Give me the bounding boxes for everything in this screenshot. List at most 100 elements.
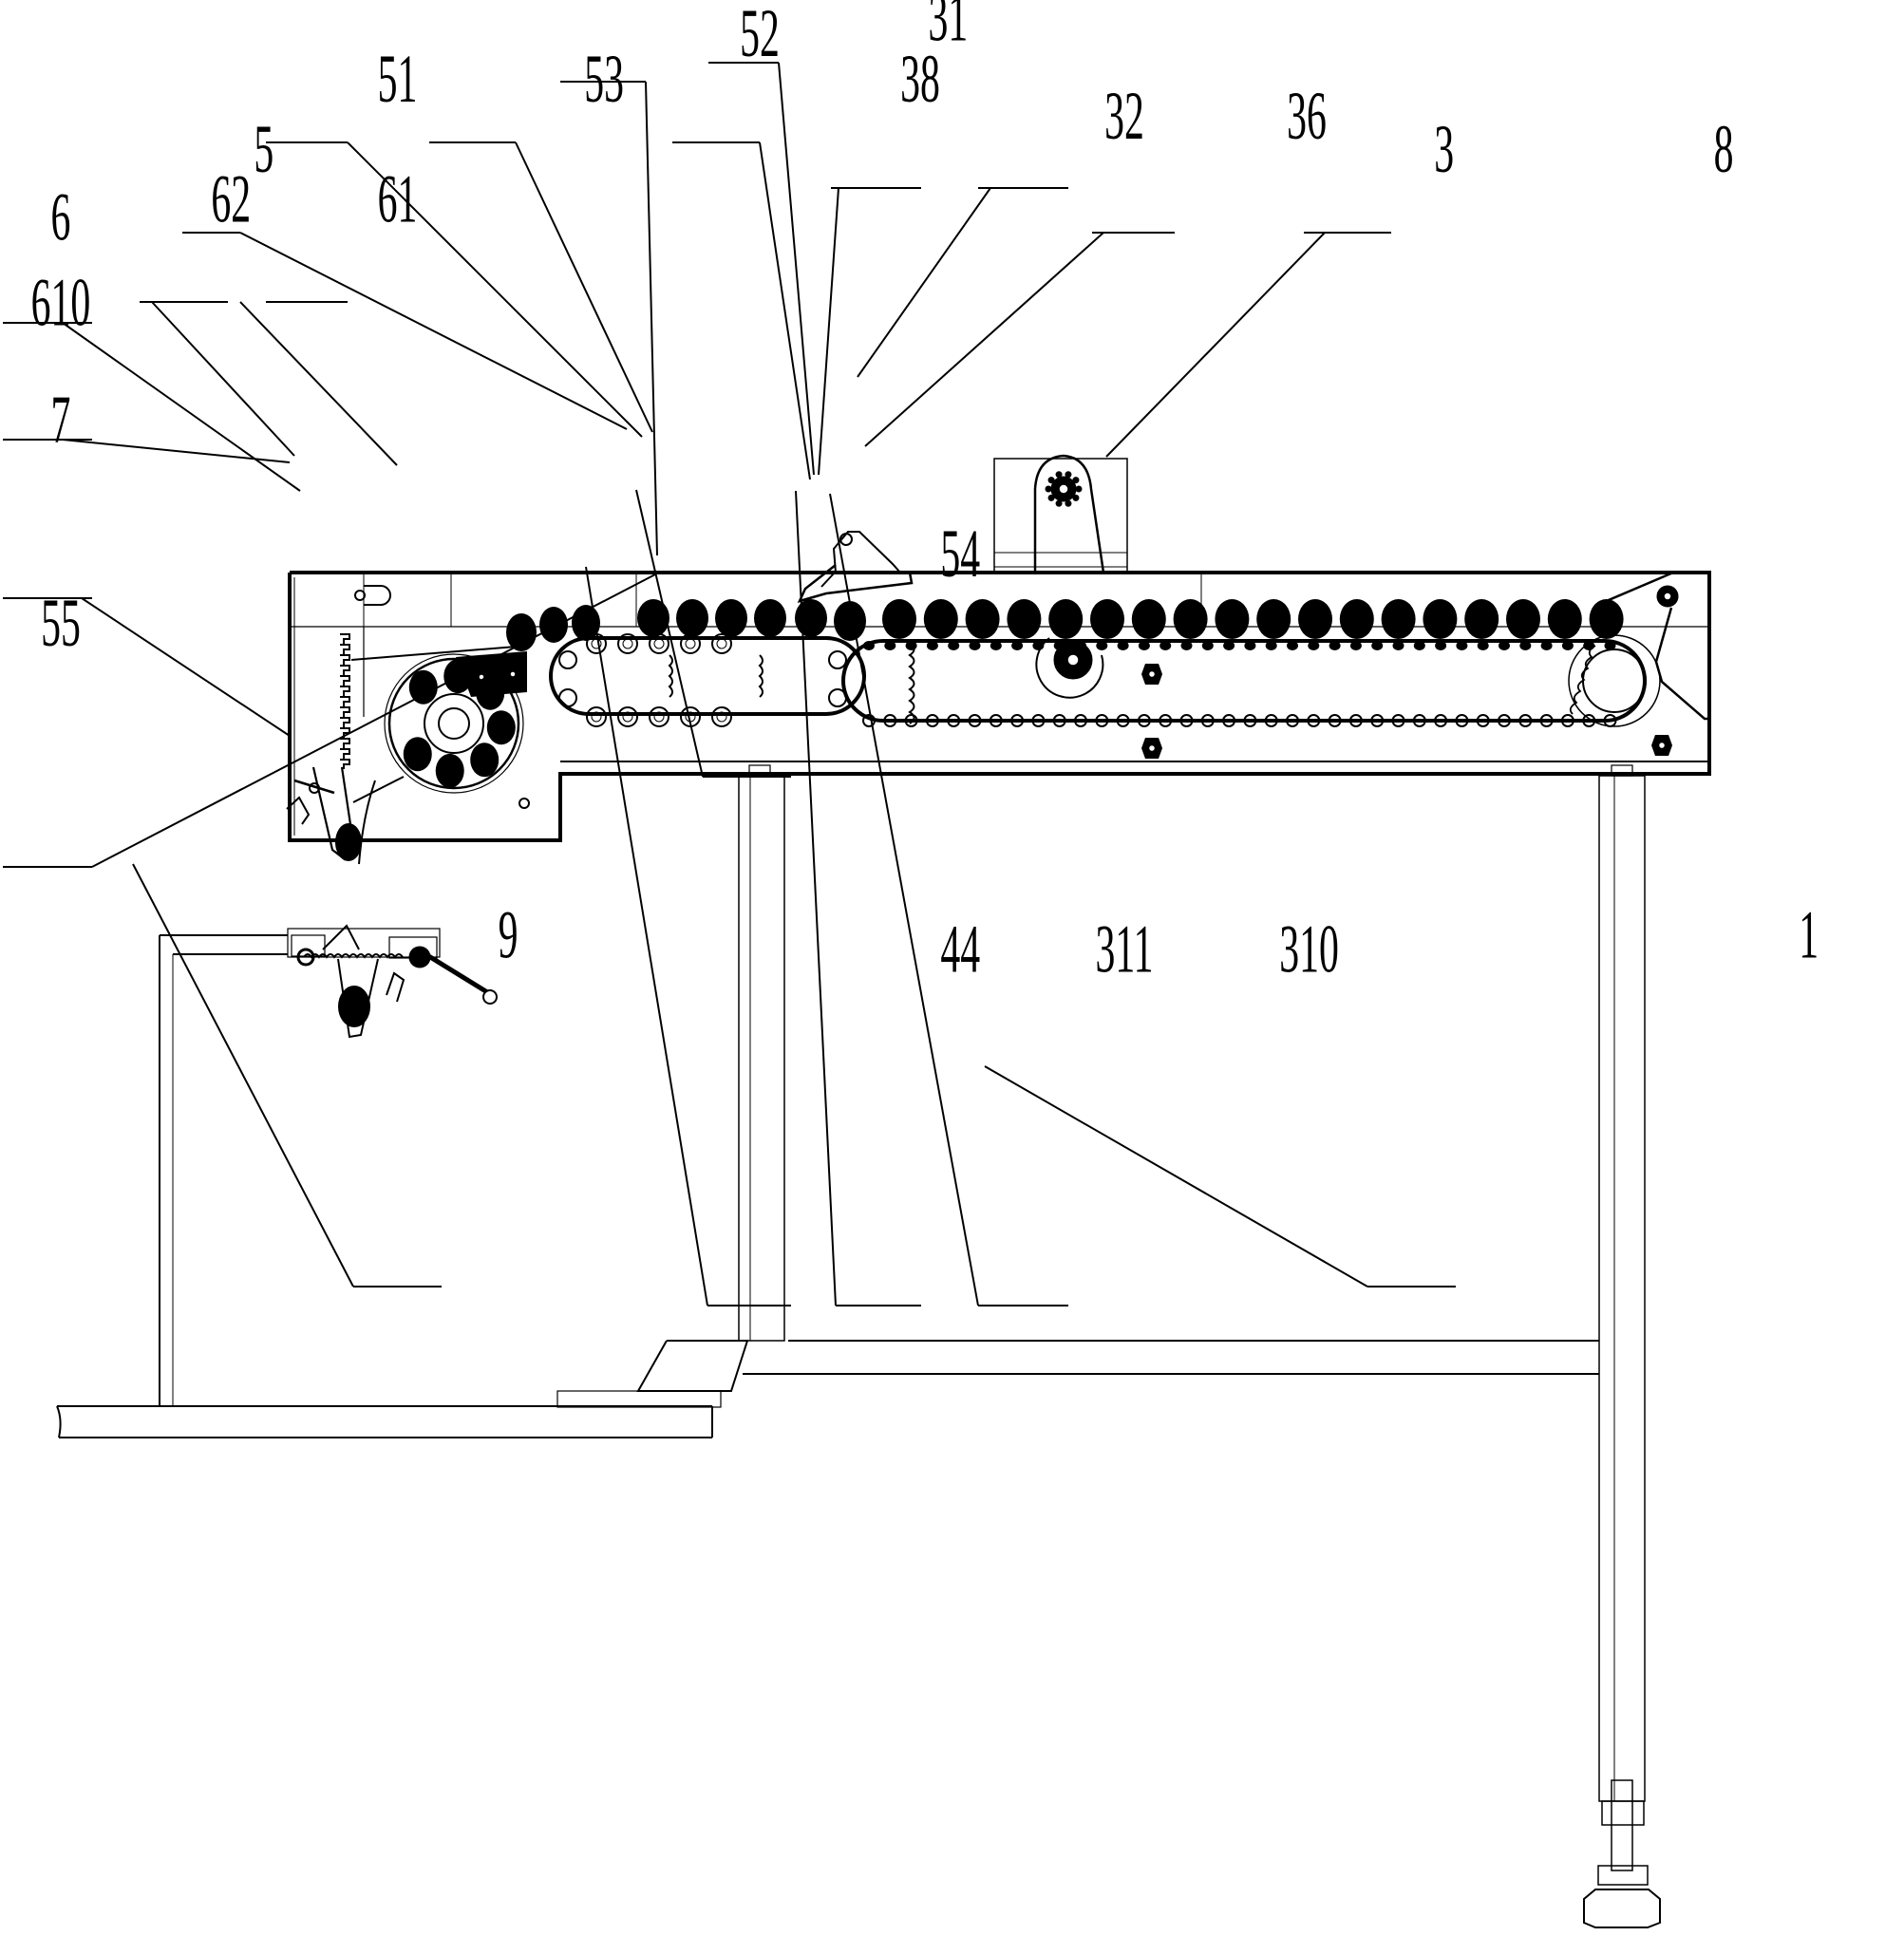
conveyor-ball bbox=[1464, 599, 1499, 639]
wheel-ball bbox=[470, 742, 500, 778]
roller-inner bbox=[653, 711, 665, 723]
reference-numeral-5: 5 bbox=[254, 110, 273, 187]
transfer-sprocket bbox=[758, 654, 763, 698]
chain-link-top bbox=[1180, 641, 1193, 650]
spring-coil-610 bbox=[340, 633, 350, 644]
gate-link-53 bbox=[820, 573, 835, 588]
collected-ball bbox=[338, 986, 370, 1027]
transfer-roller bbox=[558, 688, 577, 707]
roller-inner bbox=[653, 638, 665, 649]
mount-hole bbox=[354, 590, 366, 601]
roller-inner bbox=[716, 711, 727, 723]
leader-line-51 bbox=[347, 141, 643, 438]
leader-line-9 bbox=[132, 863, 354, 1288]
wheel-axle bbox=[438, 707, 470, 740]
leader-line-62 bbox=[151, 301, 295, 457]
beam-break bbox=[56, 1405, 62, 1438]
chain-link-top bbox=[1561, 641, 1574, 650]
reference-numeral-610: 610 bbox=[31, 263, 91, 340]
reference-numeral-44: 44 bbox=[940, 910, 980, 987]
reference-numeral-9: 9 bbox=[499, 895, 518, 972]
leader-lines bbox=[3, 62, 1456, 1306]
chain-link-top bbox=[1287, 641, 1298, 650]
conveyor-ball bbox=[506, 613, 537, 651]
lever-pivot bbox=[309, 782, 320, 794]
leader-line-36 bbox=[857, 187, 991, 378]
leader-line-53 bbox=[515, 141, 653, 433]
conveyor-ball bbox=[1048, 599, 1084, 639]
spring-coil-610 bbox=[340, 696, 350, 706]
roller-inner bbox=[591, 638, 602, 649]
sprocket-hub bbox=[1058, 483, 1069, 495]
lever-link bbox=[293, 779, 335, 795]
slot-bracket bbox=[364, 585, 391, 606]
spring-coil-610 bbox=[340, 654, 350, 665]
transfer-sprocket bbox=[668, 654, 673, 698]
roller-inner bbox=[622, 711, 633, 723]
chain-link-bottom bbox=[1286, 714, 1299, 727]
main-chain-3 bbox=[841, 639, 1647, 723]
chain-link-top bbox=[1371, 641, 1384, 650]
collector-roller bbox=[296, 948, 315, 967]
spring-coil-610 bbox=[340, 717, 350, 727]
reference-numeral-51: 51 bbox=[378, 40, 418, 117]
reference-numeral-38: 38 bbox=[900, 40, 940, 117]
leveling-foot bbox=[1583, 1889, 1661, 1928]
drive-belt-38 bbox=[1033, 454, 1105, 573]
chain-link-bottom bbox=[1264, 714, 1278, 727]
support-leg-right bbox=[1598, 775, 1646, 1802]
chain-link-bottom bbox=[1137, 714, 1151, 727]
leader-line-54 bbox=[635, 489, 704, 778]
idler-teeth bbox=[1569, 645, 1596, 715]
spring-coil-610 bbox=[340, 748, 350, 759]
chain-link-top bbox=[926, 641, 938, 650]
leader-line-3 bbox=[864, 232, 1104, 447]
chain-link-bottom bbox=[1539, 714, 1554, 727]
leader-line-55 bbox=[91, 573, 656, 868]
chute-guide bbox=[358, 780, 376, 865]
collector-link bbox=[322, 924, 360, 950]
conveyor-ball bbox=[1298, 599, 1332, 639]
feed-ramp bbox=[350, 645, 529, 661]
dispensing-wheel-rim bbox=[384, 653, 524, 794]
transfer-roller bbox=[828, 688, 847, 707]
reference-numeral-61: 61 bbox=[378, 160, 418, 237]
leg-cap bbox=[1611, 764, 1633, 777]
gate-pivot bbox=[839, 533, 853, 546]
leader-line-610 bbox=[62, 439, 291, 463]
leveling-screw bbox=[1611, 1779, 1633, 1871]
leader-line-32 bbox=[818, 187, 839, 476]
conveyor-ball bbox=[834, 601, 866, 641]
chain-link-bottom bbox=[989, 714, 1003, 727]
drive-sprocket-left bbox=[908, 643, 915, 724]
chain-link-bottom bbox=[1116, 714, 1130, 727]
sprocket-tooth bbox=[1065, 499, 1072, 507]
chain-link-bottom bbox=[883, 714, 897, 727]
sprocket-tooth bbox=[1055, 471, 1063, 479]
leader-line-61 bbox=[239, 301, 398, 466]
nut-hole bbox=[1657, 741, 1667, 750]
chain-link-top bbox=[1456, 641, 1468, 650]
conveyor-ball bbox=[1381, 599, 1416, 639]
conveyor-ball bbox=[1215, 599, 1250, 639]
reference-numeral-6: 6 bbox=[51, 178, 71, 254]
pivot-hole bbox=[1663, 592, 1672, 601]
spring-coil-610 bbox=[340, 675, 350, 686]
reference-numeral-1: 1 bbox=[1799, 895, 1819, 972]
reference-numeral-55: 55 bbox=[41, 584, 81, 661]
conveyor-ball bbox=[637, 599, 669, 637]
wheel-hub bbox=[424, 693, 484, 754]
handle-end bbox=[482, 989, 498, 1005]
chain-link-bottom bbox=[1476, 714, 1490, 727]
leader-line-310 bbox=[829, 493, 979, 1306]
transfer-chain-44 bbox=[549, 636, 866, 716]
transfer-roller bbox=[649, 633, 669, 654]
wheel-ball bbox=[408, 669, 438, 705]
machine-structure bbox=[56, 454, 1711, 1928]
sprocket-tooth bbox=[1045, 485, 1052, 493]
ball-in-chute bbox=[335, 823, 362, 861]
chain-link-top bbox=[1349, 641, 1362, 650]
chain-link-top bbox=[1499, 641, 1510, 650]
chain-link-top bbox=[969, 641, 981, 650]
